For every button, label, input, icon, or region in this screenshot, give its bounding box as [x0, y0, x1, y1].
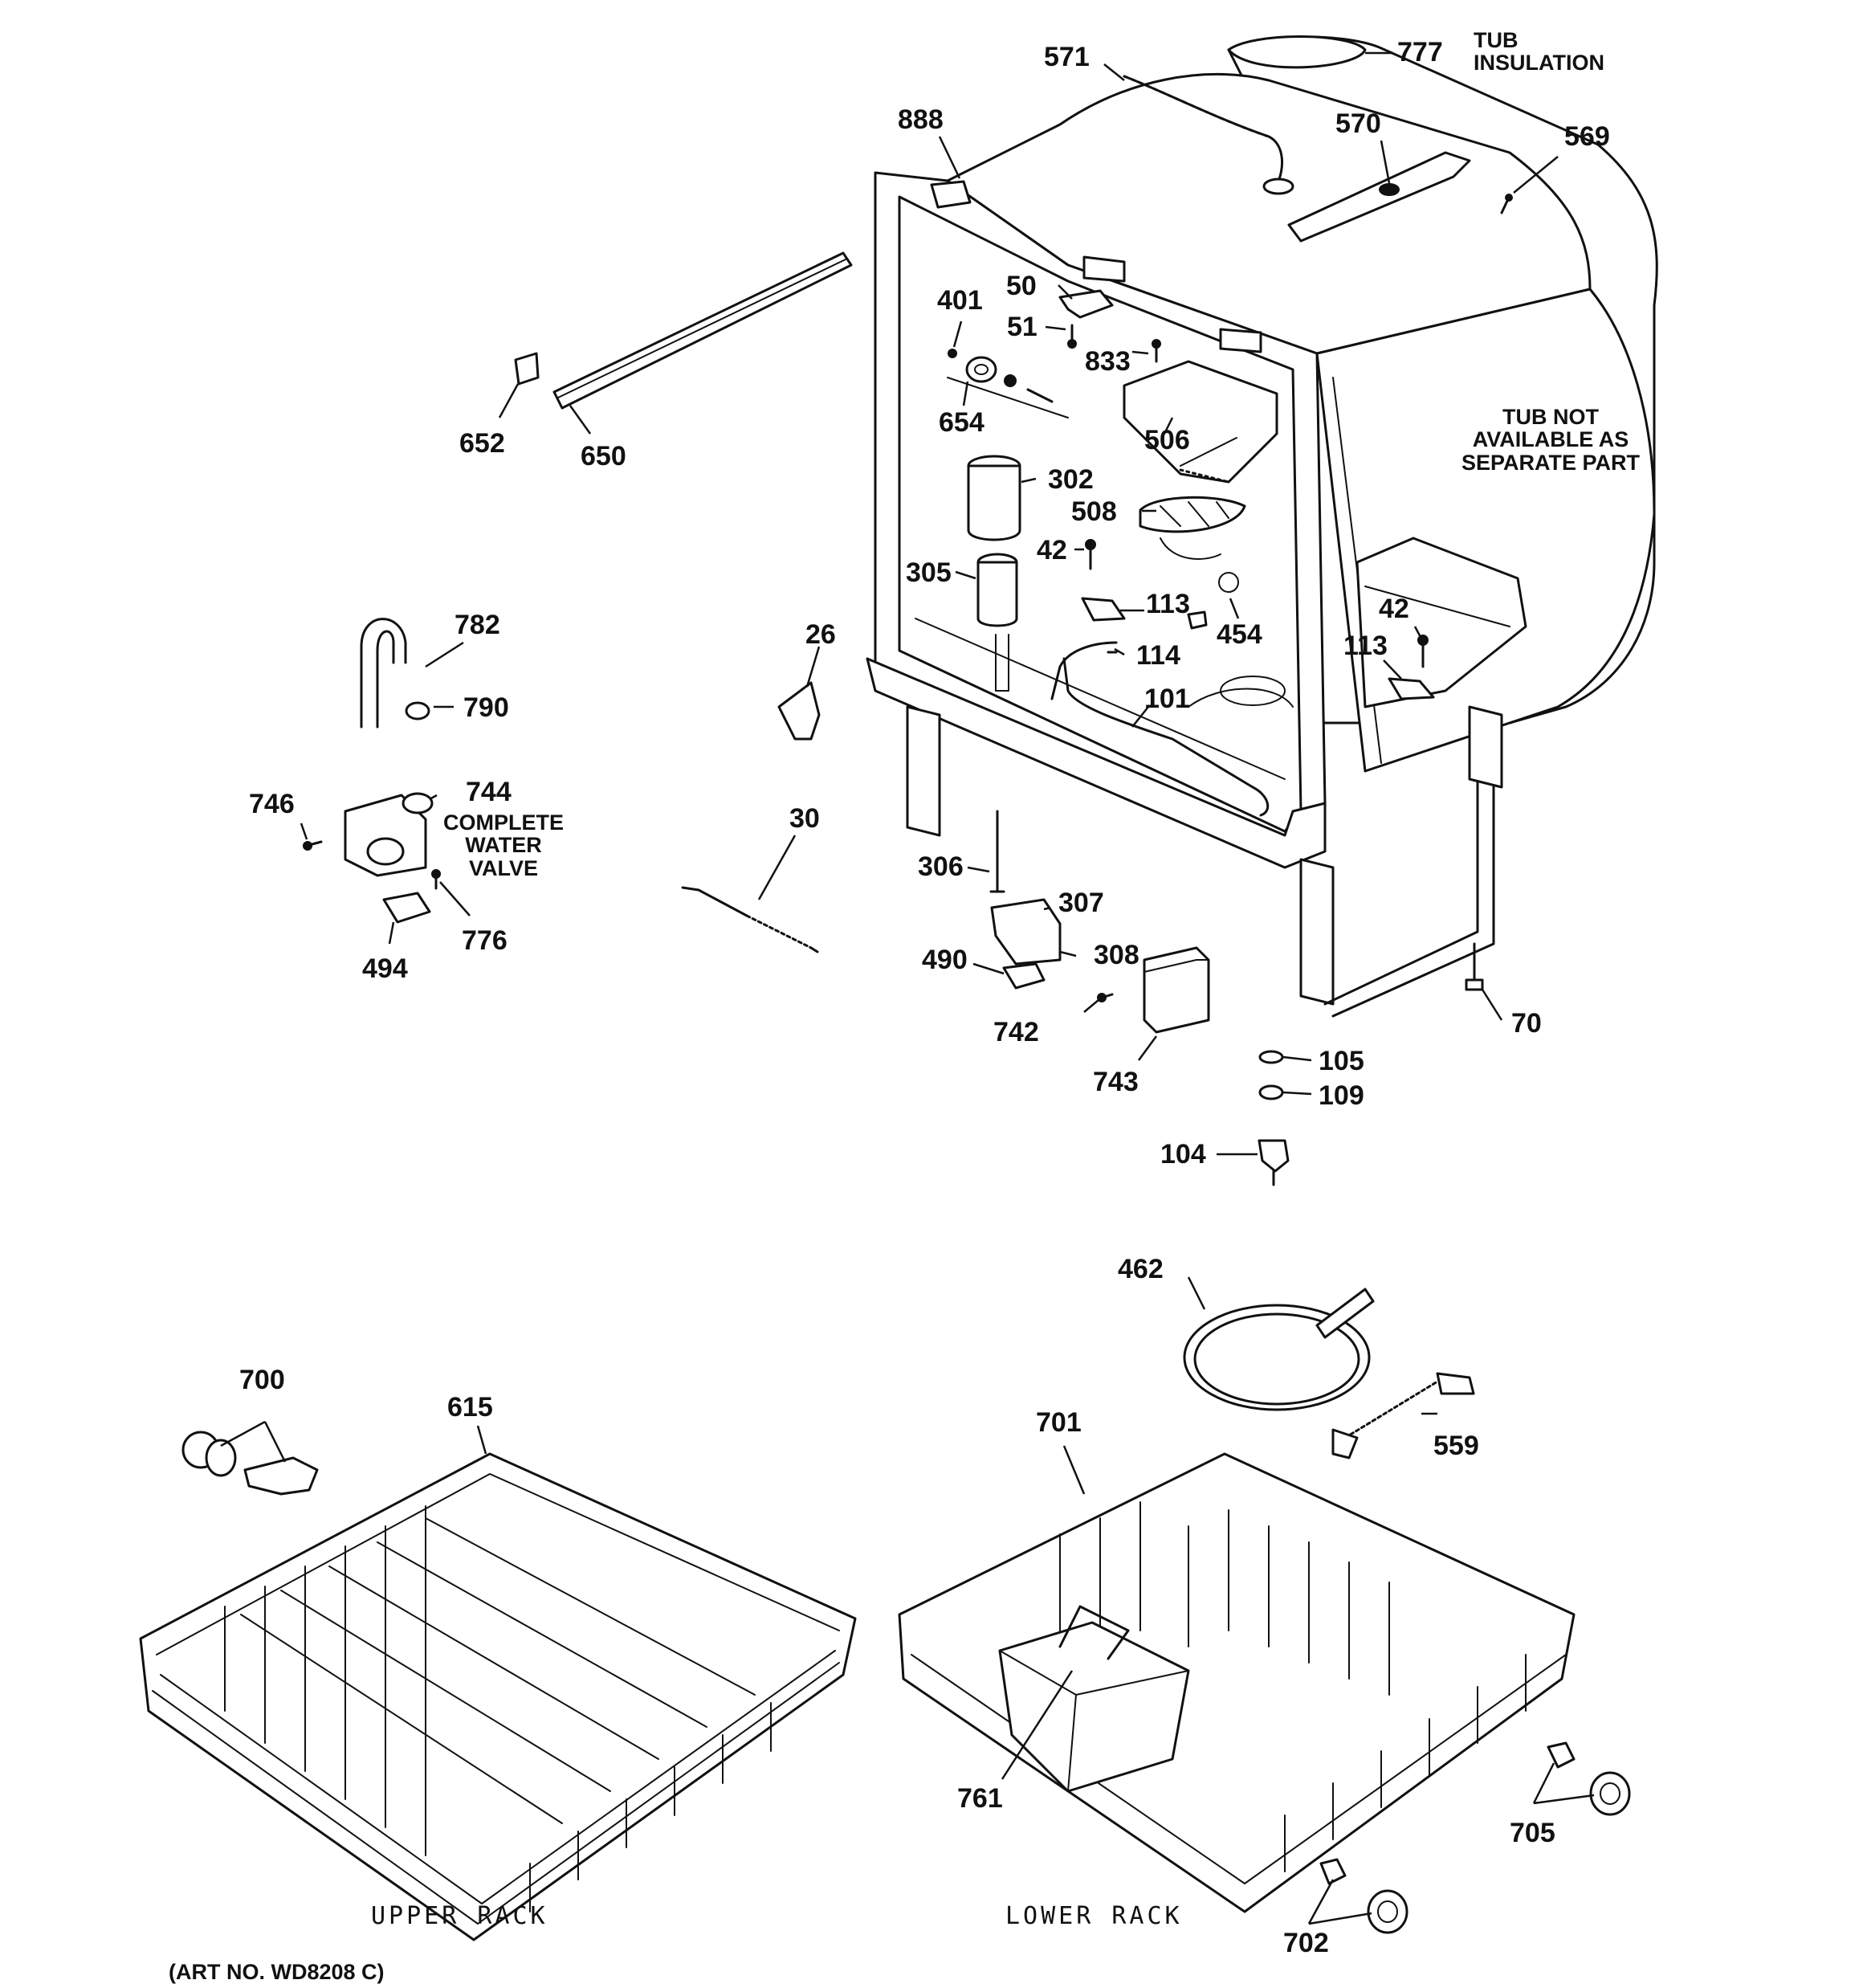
note-tub-not-available: TUB NOT AVAILABLE AS SEPARATE PART — [1461, 406, 1640, 474]
note-complete-water-valve: COMPLETE WATER VALVE — [443, 811, 564, 880]
note-tub-insulation-line-1: TUB — [1474, 28, 1519, 52]
note-water-valve-line-2: WATER — [465, 833, 542, 858]
part-label-570: 570 — [1335, 108, 1381, 139]
part-label-569: 569 — [1564, 121, 1610, 152]
part-label-702: 702 — [1283, 1928, 1329, 1958]
part-label-654: 654 — [939, 407, 984, 438]
note-tub-not-available-line-1: TUB NOT — [1502, 405, 1599, 429]
part-label-42-left: 42 — [1037, 535, 1067, 565]
note-water-valve-line-3: VALVE — [469, 855, 539, 880]
part-label-761: 761 — [957, 1783, 1003, 1814]
part-label-888: 888 — [898, 104, 944, 135]
part-label-113-right: 113 — [1343, 631, 1388, 661]
interior-parts — [947, 289, 1435, 893]
part-label-742: 742 — [993, 1017, 1039, 1047]
note-tub-insulation: TUB INSULATION — [1474, 29, 1604, 75]
part-label-743: 743 — [1093, 1067, 1139, 1097]
part-label-705: 705 — [1510, 1818, 1555, 1848]
art-number: (ART NO. WD8208 C) — [169, 1960, 385, 1984]
part-label-109: 109 — [1319, 1080, 1364, 1111]
part-label-790: 790 — [463, 692, 509, 723]
part-label-833: 833 — [1085, 346, 1131, 377]
note-tub-insulation-line-2: INSULATION — [1474, 51, 1604, 76]
part-label-302: 302 — [1048, 464, 1094, 495]
leader-lines — [220, 51, 1595, 1925]
note-water-valve-line-1: COMPLETE — [443, 810, 565, 835]
part-label-782: 782 — [455, 610, 500, 640]
part-label-454: 454 — [1217, 619, 1262, 650]
part-label-744: 744 — [466, 777, 512, 807]
part-label-776: 776 — [462, 925, 508, 956]
part-label-559: 559 — [1433, 1431, 1479, 1461]
part-label-777: 777 — [1397, 37, 1443, 67]
part-label-50: 50 — [1006, 271, 1037, 301]
part-label-306: 306 — [918, 851, 964, 882]
part-label-652: 652 — [459, 428, 505, 459]
part-label-490: 490 — [922, 945, 968, 975]
part-label-42-right: 42 — [1379, 594, 1409, 624]
part-label-114: 114 — [1136, 640, 1180, 671]
caption-lower-rack: LOWER RACK — [1005, 1902, 1183, 1930]
note-tub-not-available-line-3: SEPARATE PART — [1461, 450, 1641, 475]
part-label-307: 307 — [1058, 888, 1104, 918]
part-label-104: 104 — [1160, 1139, 1206, 1170]
caption-upper-rack: UPPER RACK — [371, 1902, 548, 1930]
part-label-401: 401 — [937, 285, 983, 316]
part-label-70: 70 — [1511, 1008, 1542, 1039]
part-label-462: 462 — [1118, 1254, 1164, 1284]
part-label-571: 571 — [1044, 42, 1090, 72]
part-label-650: 650 — [581, 441, 626, 471]
part-label-305: 305 — [906, 557, 952, 588]
lower-rack — [898, 1452, 1631, 1934]
upper-rack — [139, 1431, 857, 1941]
part-label-101: 101 — [1144, 684, 1190, 714]
note-tub-not-available-line-2: AVAILABLE AS — [1472, 427, 1629, 452]
tub-assembly — [866, 35, 1658, 1018]
part-label-746: 746 — [249, 789, 295, 819]
part-label-508: 508 — [1071, 496, 1117, 527]
part-label-30: 30 — [789, 803, 820, 834]
part-label-506: 506 — [1144, 425, 1190, 455]
part-label-105: 105 — [1319, 1046, 1364, 1076]
part-label-494: 494 — [362, 953, 408, 984]
part-label-51: 51 — [1007, 312, 1037, 342]
part-label-700: 700 — [239, 1365, 285, 1395]
part-label-113-left: 113 — [1146, 589, 1190, 619]
part-label-615: 615 — [447, 1392, 493, 1423]
part-label-701: 701 — [1036, 1407, 1082, 1438]
part-label-26: 26 — [805, 619, 836, 650]
part-label-308: 308 — [1094, 940, 1139, 970]
